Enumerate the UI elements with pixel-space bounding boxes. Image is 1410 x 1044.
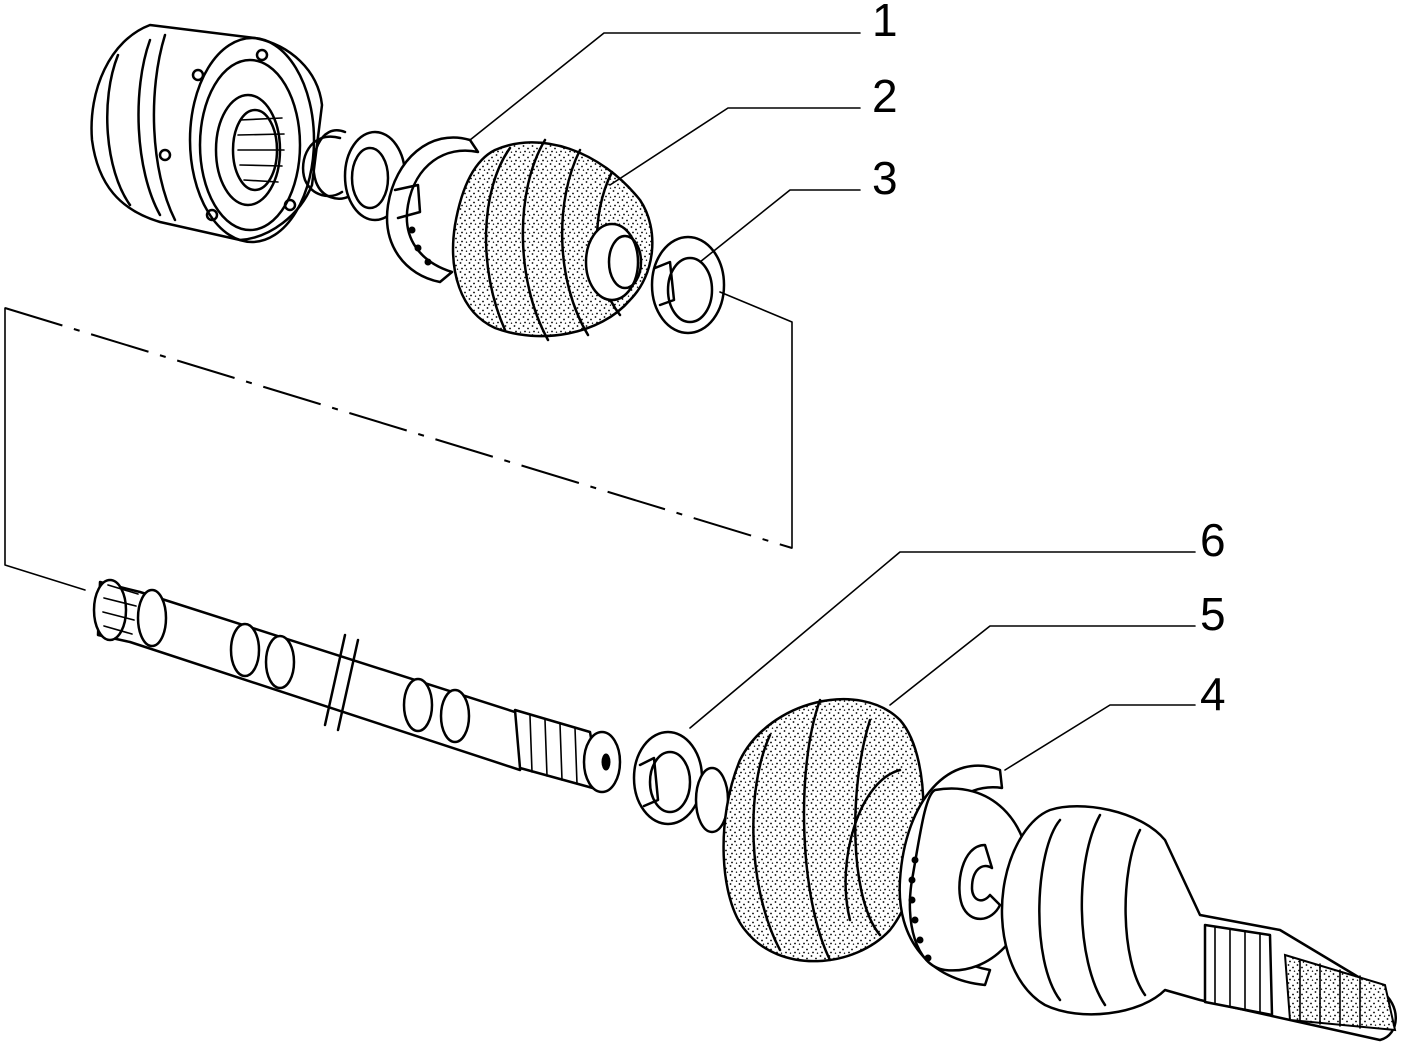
- clamp-ring-4: [898, 764, 1032, 987]
- callout-4: 4: [1200, 668, 1226, 720]
- small-clamp-3: [650, 235, 726, 335]
- callout-5: 5: [1200, 588, 1226, 640]
- callout-6: 6: [1200, 514, 1226, 566]
- axle-shaft: [92, 578, 622, 794]
- inner-joint-housing: [90, 23, 324, 244]
- outer-cv-joint: [1000, 805, 1397, 1042]
- small-clamp-6: [632, 730, 730, 834]
- callout-2: 2: [872, 70, 898, 122]
- alignment-frame: [4, 291, 793, 591]
- boot-5: [722, 698, 925, 963]
- boot-2: [451, 138, 654, 342]
- callout-3: 3: [872, 152, 898, 204]
- callout-labels: 1 2 3 6 5 4: [872, 0, 1226, 720]
- circlip: [301, 129, 352, 200]
- callout-1: 1: [872, 0, 898, 46]
- clamp-ring-1: [385, 136, 480, 284]
- leader-lines: [469, 32, 1196, 771]
